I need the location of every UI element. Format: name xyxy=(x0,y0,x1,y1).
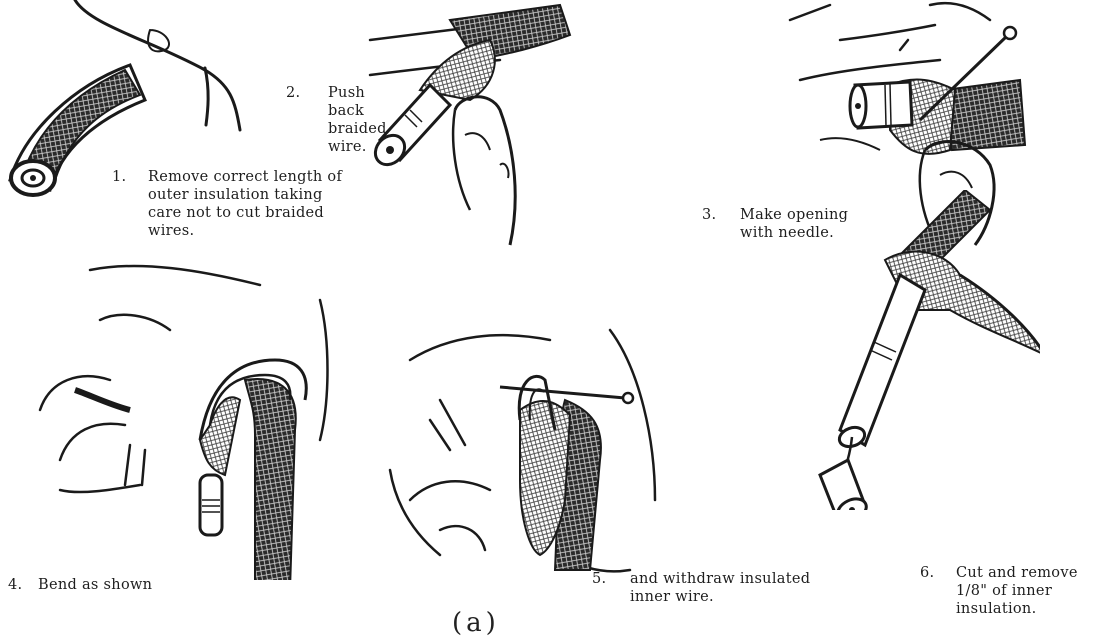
step-number: 5. xyxy=(592,570,606,588)
step-number: 4. xyxy=(8,576,22,594)
step-number: 2. xyxy=(286,84,300,102)
step-number: 6. xyxy=(920,564,934,582)
step-number: 1. xyxy=(112,168,126,186)
step-4-caption: 4. Bend as shown xyxy=(8,576,228,594)
step-6-caption: 6. Cut and remove 1/8" of inner insulati… xyxy=(920,564,1108,618)
step-4-illustration xyxy=(0,260,380,580)
figure-label: (a) xyxy=(452,608,500,638)
step-5-caption: 5. and withdraw insulated inner wire. xyxy=(592,570,832,606)
step-text: Bend as shown xyxy=(38,576,228,594)
step-5-panel: 5. and withdraw insulated inner wire. xyxy=(370,300,790,610)
step-6-illustration xyxy=(800,190,1040,510)
step-text: Cut and remove 1/8" of inner insulation. xyxy=(956,564,1108,618)
step-6-panel: 6. Cut and remove 1/8" of inner insulati… xyxy=(800,190,1108,630)
step-4-panel: 4. Bend as shown xyxy=(0,260,380,610)
step-number: 3. xyxy=(702,206,716,224)
step-5-illustration xyxy=(370,300,700,580)
step-2-panel: 2. Push back braided wire. xyxy=(270,0,670,260)
